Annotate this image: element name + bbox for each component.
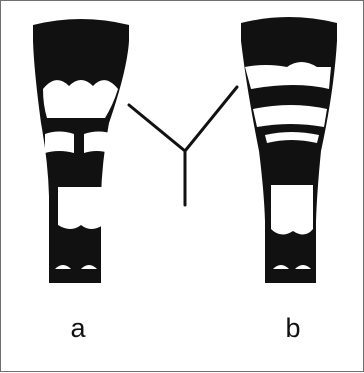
shape-a-band-2: [45, 132, 74, 154]
shape-b-band-2: [253, 105, 327, 127]
shape-b-body: [241, 17, 337, 283]
shape-b-band-4: [271, 185, 313, 235]
shape-a-band-1: [43, 80, 118, 118]
y-connector: [129, 87, 237, 205]
panel-label-a: a: [58, 313, 98, 344]
panel-label-b: b: [273, 313, 313, 344]
shape-a: [33, 19, 129, 283]
shape-a-band-3: [84, 132, 113, 154]
shape-b: [241, 17, 337, 283]
shape-a-band-4: [58, 187, 103, 229]
